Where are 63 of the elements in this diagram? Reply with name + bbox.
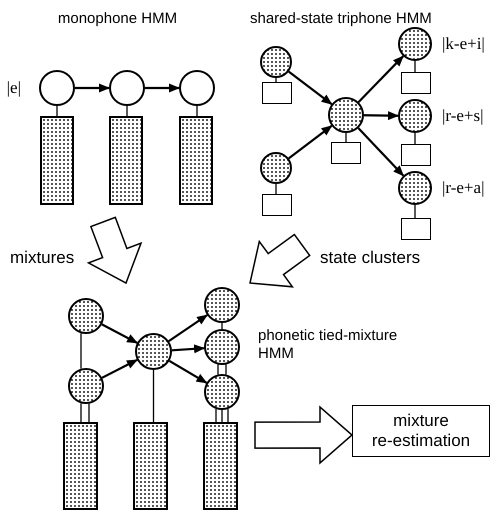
arrow [172,344,206,354]
arrow [145,84,180,92]
state-circle [135,333,172,370]
block-arrow [254,405,354,465]
connector-line [152,370,154,422]
state-circle [260,152,292,184]
output-box [401,72,431,94]
state-circle [260,46,292,78]
mixture-bar [133,422,168,510]
state-circle [204,329,240,365]
connector-line [227,408,229,422]
arrow [364,111,399,120]
connector-line [80,403,82,422]
connector-line [414,133,416,144]
model-heading: monophone HMM [56,10,178,28]
block-arrow [249,233,311,288]
model-heading: phonetic tied-mixture HMM [258,327,398,363]
arrow [358,55,404,103]
block-arrow [86,216,142,284]
arrow [101,323,138,344]
process-box [352,405,490,457]
state-label: |r-e+s| [442,106,484,126]
arrow [288,70,332,106]
connector-line [215,408,217,422]
connector-line [80,333,82,369]
connector-line [225,364,227,374]
arrow [168,360,208,384]
connector-line [217,364,219,374]
state-circle [204,287,240,323]
state-label: |e| [6,78,21,98]
connector-line [126,106,128,116]
state-label: |k-e+i| [442,34,485,54]
state-circle [179,70,215,106]
arrow [75,84,110,92]
state-label: |r-e+a| [442,178,484,198]
output-box [401,144,431,166]
output-box [262,82,292,104]
output-box [331,142,361,164]
connector-line [414,205,416,218]
connector-line [275,184,277,194]
connector-line [56,106,58,116]
model-heading: shared-state triphone HMM [250,10,433,28]
mixture-bar [40,116,74,205]
arrow [168,314,208,342]
state-circle [68,368,104,404]
state-circle [109,70,145,106]
connector-line [196,106,198,116]
state-circle [204,374,240,410]
mixture-bar [203,422,238,510]
output-box [401,218,431,240]
arrow [288,124,332,160]
process-label: mixture re-estimation [370,411,472,451]
mixture-bar [179,116,213,205]
arrow [102,358,138,379]
mixture-bar [63,422,98,510]
arrow [358,127,404,176]
connector-line [414,61,416,72]
mixture-bar [109,116,143,205]
connector-line [88,404,90,422]
connector-line [221,410,223,422]
output-box [262,194,292,216]
state-circle [68,298,104,334]
state-circle [328,97,364,133]
